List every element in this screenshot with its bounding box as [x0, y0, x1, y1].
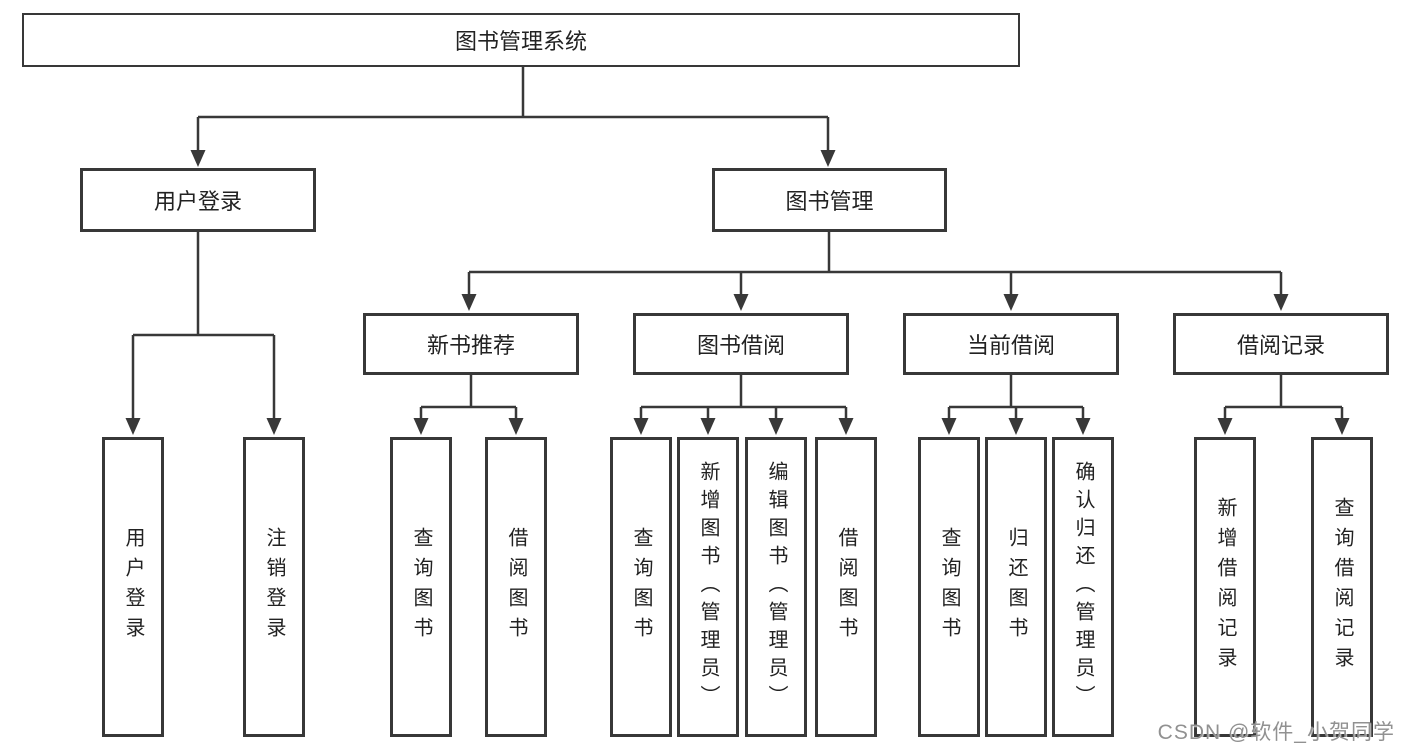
leaf-borrow-book-recommend-label: 借阅图书 — [505, 527, 527, 647]
leaf-logout-login: 注销登录 — [243, 437, 305, 737]
leaf-query-book-borrow: 查询图书 — [610, 437, 672, 737]
leaf-borrow-book-recommend: 借阅图书 — [485, 437, 547, 737]
leaf-add-borrow-record-label: 新增借阅记录 — [1214, 497, 1236, 677]
leaf-return-book: 归还图书 — [985, 437, 1047, 737]
node-new-book-recommendation-label: 新书推荐 — [426, 333, 515, 358]
node-current-borrowing-label: 当前借阅 — [966, 333, 1055, 358]
leaf-edit-book-admin-label: 编辑图书（管理员） — [765, 461, 787, 713]
node-book-borrowing-label: 图书借阅 — [696, 333, 785, 358]
leaf-add-borrow-record: 新增借阅记录 — [1194, 437, 1256, 737]
leaf-query-borrow-record-label: 查询借阅记录 — [1331, 497, 1353, 677]
leaf-edit-book-admin: 编辑图书（管理员） — [745, 437, 807, 737]
node-current-borrowing: 当前借阅 — [903, 313, 1119, 375]
leaf-add-book-admin-label: 新增图书（管理员） — [697, 461, 719, 713]
leaf-logout-login-label: 注销登录 — [263, 527, 285, 647]
node-library-system-label: 图书管理系统 — [454, 29, 587, 54]
node-user-login-label: 用户登录 — [153, 189, 242, 214]
leaf-query-book-recommend: 查询图书 — [390, 437, 452, 737]
node-book-management-label: 图书管理 — [785, 189, 874, 214]
leaf-query-book-current-label: 查询图书 — [938, 527, 960, 647]
node-library-system: 图书管理系统 — [22, 13, 1020, 67]
node-user-login: 用户登录 — [80, 168, 316, 232]
node-borrowing-records-label: 借阅记录 — [1236, 333, 1325, 358]
leaf-borrow-book: 借阅图书 — [815, 437, 877, 737]
leaf-borrow-book-label: 借阅图书 — [835, 527, 857, 647]
node-borrowing-records: 借阅记录 — [1173, 313, 1389, 375]
leaf-query-book-recommend-label: 查询图书 — [410, 527, 432, 647]
node-book-borrowing: 图书借阅 — [633, 313, 849, 375]
node-new-book-recommendation: 新书推荐 — [363, 313, 579, 375]
leaf-confirm-return-admin: 确认归还（管理员） — [1052, 437, 1114, 737]
leaf-return-book-label: 归还图书 — [1005, 527, 1027, 647]
leaf-query-borrow-record: 查询借阅记录 — [1311, 437, 1373, 737]
leaf-confirm-return-admin-label: 确认归还（管理员） — [1072, 461, 1094, 713]
leaf-add-book-admin: 新增图书（管理员） — [677, 437, 739, 737]
leaf-query-book-borrow-label: 查询图书 — [630, 527, 652, 647]
leaf-query-book-current: 查询图书 — [918, 437, 980, 737]
leaf-user-login-label: 用户登录 — [122, 527, 144, 647]
watermark-csdn: CSDN @软件_小贺同学 — [1157, 721, 1395, 744]
leaf-user-login: 用户登录 — [102, 437, 164, 737]
node-book-management: 图书管理 — [712, 168, 947, 232]
